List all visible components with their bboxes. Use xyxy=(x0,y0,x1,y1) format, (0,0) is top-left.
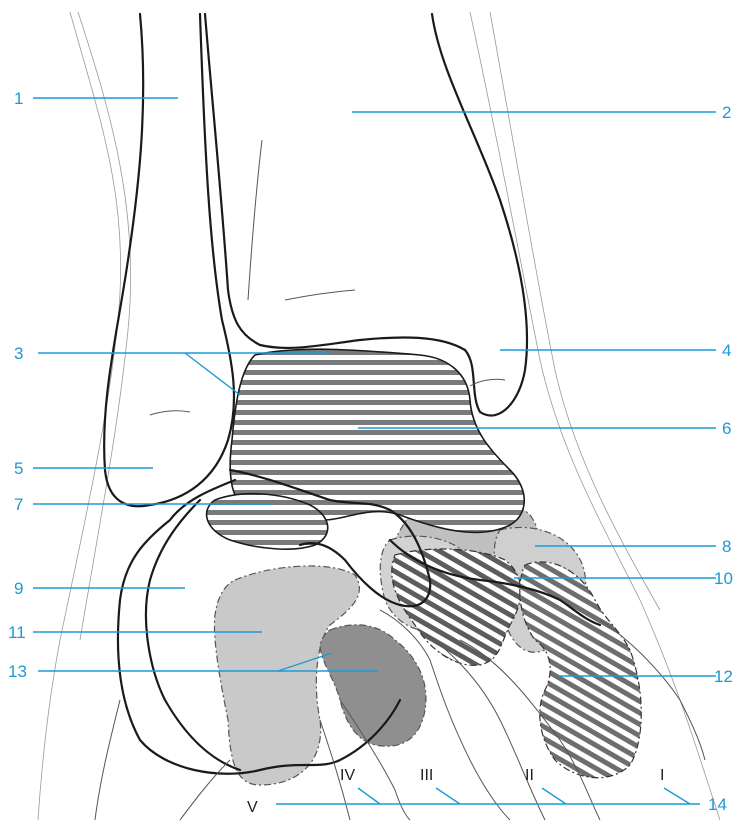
leader-14-iii xyxy=(436,788,460,804)
leader-14-ii xyxy=(542,788,566,804)
label-13: 13 xyxy=(8,662,27,681)
label-12: 12 xyxy=(714,667,733,686)
label-7: 7 xyxy=(14,495,23,514)
metatarsal-label-iv: IV xyxy=(340,767,355,784)
label-2: 2 xyxy=(722,103,731,122)
metatarsal-label-iii: III xyxy=(420,767,433,784)
fibula xyxy=(104,14,234,506)
label-1: 1 xyxy=(14,89,23,108)
leader-14-iv xyxy=(358,788,380,804)
label-14: 14 xyxy=(708,795,727,814)
leader-14-i xyxy=(664,788,690,804)
metatarsal-label-v: V xyxy=(247,799,258,816)
label-8: 8 xyxy=(722,537,731,556)
label-4: 4 xyxy=(722,341,731,360)
cuboid-dark-region xyxy=(320,625,426,746)
label-5: 5 xyxy=(14,459,23,478)
label-9: 9 xyxy=(14,579,23,598)
medial-cuneiform-hatched xyxy=(520,562,641,778)
metatarsal-label-i: I xyxy=(660,767,664,784)
metatarsal-label-ii: II xyxy=(525,767,534,784)
label-3: 3 xyxy=(14,344,23,363)
label-11: 11 xyxy=(8,623,26,642)
label-10: 10 xyxy=(714,569,733,588)
label-6: 6 xyxy=(722,419,731,438)
